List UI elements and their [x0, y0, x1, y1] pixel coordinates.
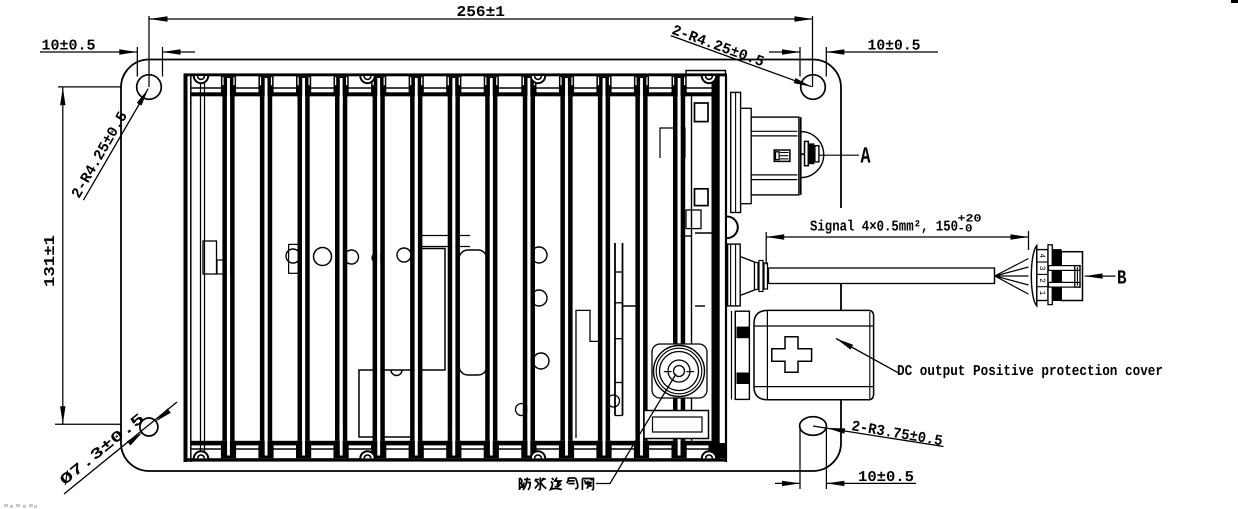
- svg-text:2: 2: [1037, 278, 1046, 283]
- svg-text:3: 3: [1037, 266, 1046, 271]
- svg-text:4: 4: [1037, 253, 1046, 258]
- svg-text:256±1: 256±1: [457, 4, 506, 21]
- svg-text:10±0.5: 10±0.5: [858, 469, 914, 486]
- svg-text:Signal 4×0.5mm², 150: Signal 4×0.5mm², 150: [810, 219, 958, 236]
- svg-text:B: B: [1117, 268, 1127, 291]
- svg-text:131±1: 131±1: [42, 235, 59, 287]
- svg-text:10±0.5: 10±0.5: [868, 37, 921, 54]
- svg-text:10±0.5: 10±0.5: [42, 37, 96, 54]
- svg-text:A: A: [861, 144, 871, 170]
- svg-text:+20: +20: [958, 214, 982, 226]
- svg-text:1: 1: [1037, 290, 1046, 295]
- svg-text:-0: -0: [958, 224, 973, 236]
- svg-text:DC output Positive protection: DC output Positive protection cover: [897, 363, 1163, 380]
